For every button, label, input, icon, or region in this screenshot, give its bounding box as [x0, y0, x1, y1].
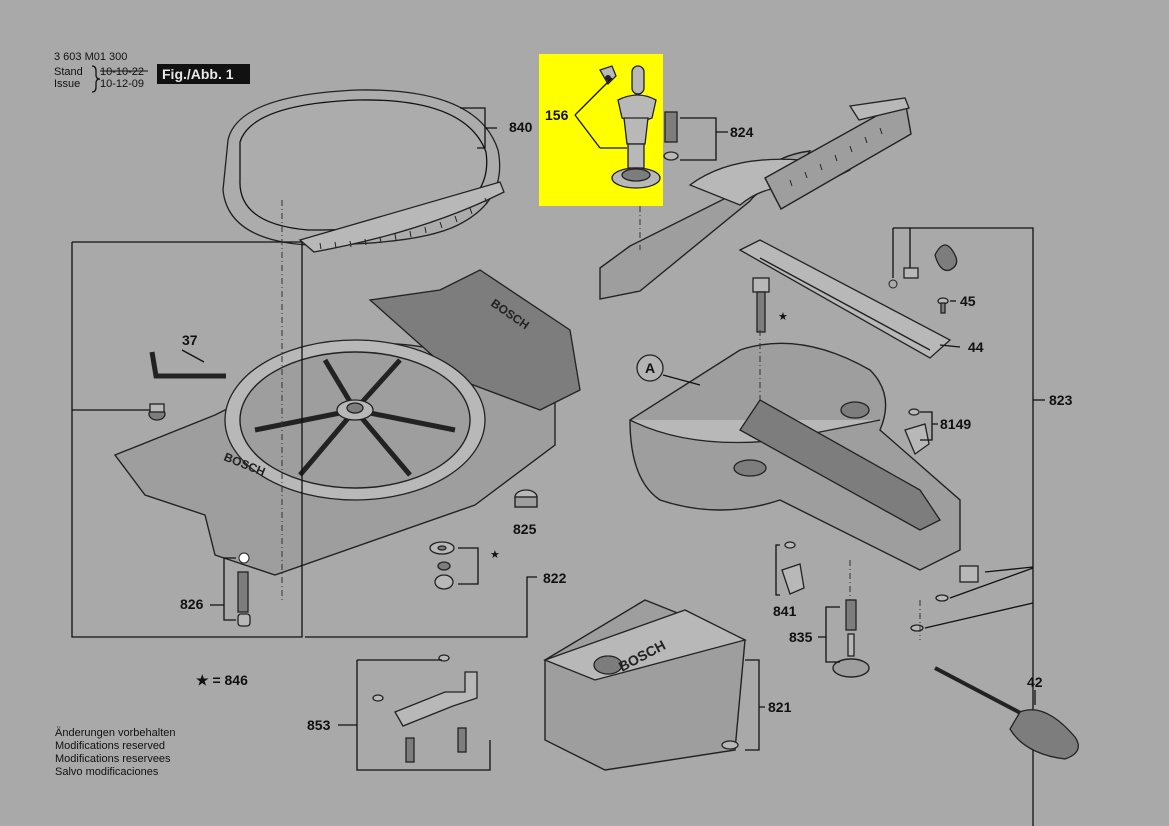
- footer-note-fr: Modifications reservees: [55, 753, 171, 765]
- part-square-nut[interactable]: [959, 565, 979, 583]
- callout-835: 835: [789, 629, 813, 645]
- header-block: 3 603 M01 300 Stand Issue 10-10-22 10-12…: [54, 51, 250, 93]
- part-45-screw[interactable]: [937, 297, 949, 314]
- part-825-bushing[interactable]: [514, 489, 538, 508]
- footer-note-de: Änderungen vorbehalten: [55, 727, 175, 739]
- callout-A: A: [645, 360, 655, 376]
- part-lock-knob[interactable]: [888, 244, 958, 289]
- part-840-ring[interactable]: [222, 89, 505, 253]
- part-156-clamp-pin[interactable]: [599, 65, 661, 189]
- header-brace: [91, 65, 101, 93]
- frame-823: [893, 227, 1034, 826]
- callout-822: 822: [543, 570, 567, 586]
- callout-A-circle: [636, 354, 664, 382]
- leader-824: [680, 117, 728, 161]
- part-foot-nut[interactable]: [148, 403, 166, 421]
- callout-37: 37: [182, 332, 198, 348]
- axis-guides: [639, 206, 921, 640]
- part-841-latch[interactable]: [781, 541, 805, 595]
- part-8149-clip[interactable]: [904, 408, 930, 456]
- part-824-fence[interactable]: [599, 97, 912, 300]
- issue-label: Issue: [54, 78, 80, 90]
- callout-45: 45: [960, 293, 976, 309]
- callout-853: 853: [307, 717, 331, 733]
- callout-840: 840: [509, 119, 533, 135]
- callout-42: 42: [1027, 674, 1043, 690]
- leader-156a: [574, 77, 613, 116]
- part-822-washers[interactable]: [429, 541, 455, 590]
- callout-826: 826: [180, 596, 204, 612]
- leader-156b: [574, 114, 601, 149]
- doc-number: 3 603 M01 300: [54, 51, 127, 63]
- footer-note-en: Modifications reserved: [55, 740, 165, 752]
- callout-825: 825: [513, 521, 537, 537]
- star-mark-bolt: ★: [778, 311, 788, 323]
- frame-left: [71, 241, 303, 638]
- footer-note-es: Salvo modificaciones: [55, 766, 159, 778]
- issue-date: 10-12-09: [100, 78, 144, 90]
- part-826-spring[interactable]: [237, 552, 251, 627]
- callout-821: 821: [768, 699, 792, 715]
- part-37-hex-key[interactable]: [149, 351, 226, 379]
- callout-44: 44: [968, 339, 984, 355]
- part-small-screw-right[interactable]: [910, 594, 949, 632]
- footer-notes: Änderungen vorbehalten Modifications res…: [55, 727, 175, 778]
- stand-date: 10-10-22: [100, 66, 144, 78]
- callout-823: 823: [1049, 392, 1073, 408]
- star-mark: ★: [490, 549, 500, 561]
- callout-824: 824: [730, 124, 754, 140]
- part-44-rail[interactable]: [738, 239, 952, 359]
- figure-badge-bg: [157, 64, 250, 84]
- leader-840: [460, 107, 497, 149]
- leader-826: [210, 557, 236, 621]
- part-823-turntable[interactable]: [629, 342, 961, 571]
- callout-156: 156: [545, 107, 569, 123]
- part-base-assembly[interactable]: [113, 269, 581, 576]
- part-835-spring-plunger[interactable]: [832, 599, 870, 678]
- part-42-handle[interactable]: [934, 666, 1079, 760]
- part-821-cover[interactable]: [543, 599, 747, 771]
- part-hex-bolt[interactable]: [752, 277, 770, 333]
- stand-label: Stand: [54, 66, 83, 78]
- part-853-bracket[interactable]: [372, 654, 478, 763]
- callout-841: 841: [773, 603, 797, 619]
- legend-star-846: ★ = 846: [196, 672, 248, 688]
- callout-8149: 8149: [940, 416, 971, 432]
- figure-badge: Fig./Abb. 1: [162, 66, 234, 82]
